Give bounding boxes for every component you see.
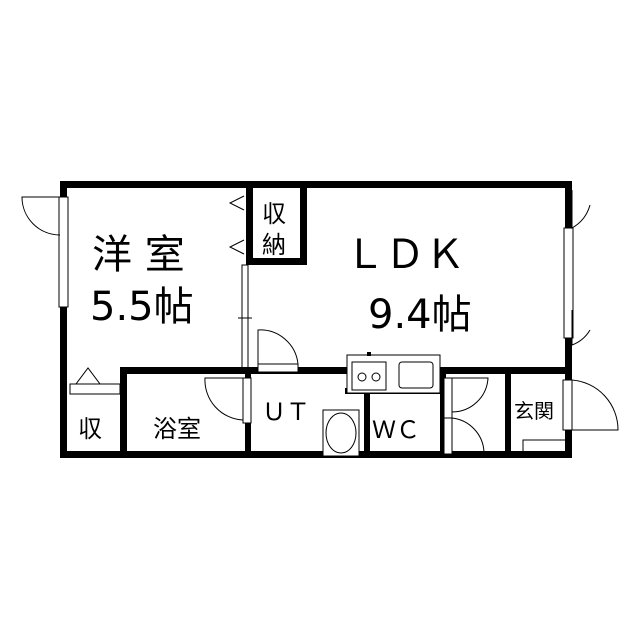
ldk-size: 9.4帖 xyxy=(368,292,472,338)
closet-small-door-icon xyxy=(75,367,101,385)
right-door-top-arc xyxy=(571,190,591,229)
entrance-step xyxy=(522,439,565,451)
washbasin-icon xyxy=(325,412,357,454)
utility-label: ＵＴ xyxy=(262,398,310,426)
hall-door-arc xyxy=(451,377,489,413)
balcony-door-left-arc xyxy=(21,196,61,236)
storage-label-2: 納 xyxy=(262,231,286,259)
wc-door-arc xyxy=(451,417,485,453)
sink-icon xyxy=(398,361,434,389)
storage-label-1: 収 xyxy=(262,200,286,228)
stove-icon xyxy=(351,361,387,391)
right-door-bottom-arc xyxy=(571,310,591,346)
western-room-label: 洋 室 xyxy=(92,232,185,278)
ldk-label: ＬＤＫ xyxy=(345,232,465,278)
kitchen-counter xyxy=(346,352,441,394)
entrance-door-arc xyxy=(571,379,619,431)
closet-door-icon xyxy=(228,195,245,255)
bathroom-label: 浴室 xyxy=(153,415,201,443)
right-window xyxy=(563,227,574,339)
toilet-label: ＷＣ xyxy=(372,416,420,444)
ut-door-arc xyxy=(257,329,299,365)
bath-door-arc xyxy=(204,377,244,421)
entrance-label: 玄関 xyxy=(514,399,554,423)
left-window xyxy=(58,196,69,308)
washing-machine-pan xyxy=(322,409,360,457)
small-closet-label: 収 xyxy=(78,415,102,443)
western-room-size: 5.5帖 xyxy=(90,284,194,330)
